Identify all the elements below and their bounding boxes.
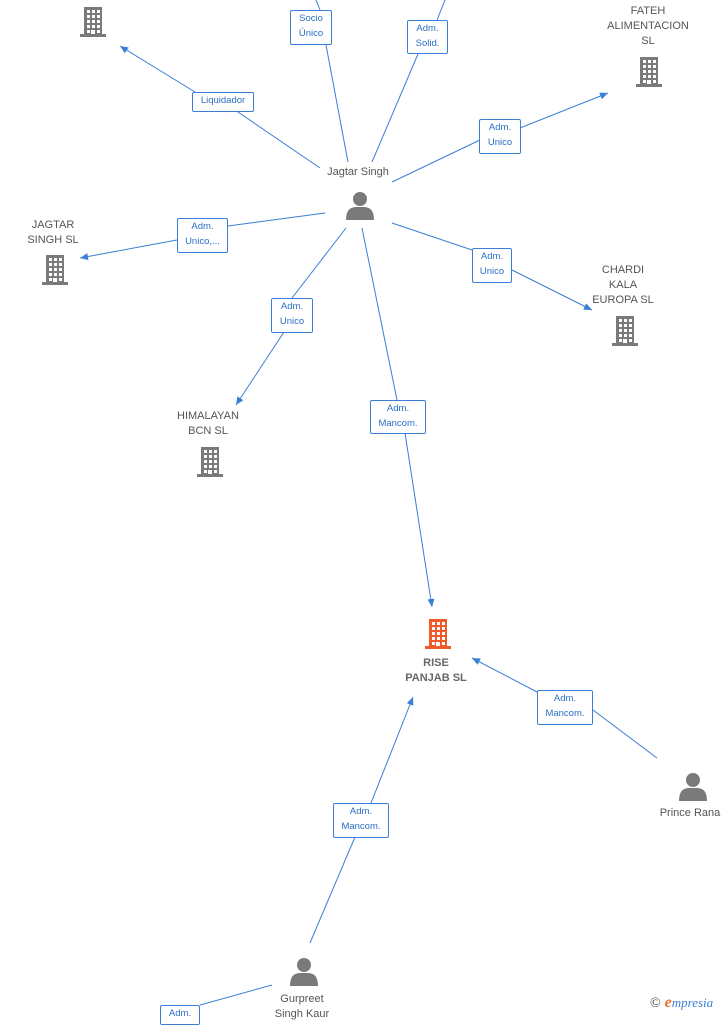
edge-label-e_fateh[interactable]: Adm. Unico <box>479 119 521 154</box>
building-icon-fateh[interactable] <box>636 57 662 87</box>
person-icon-jagtar_person[interactable] <box>346 192 374 220</box>
node-label-chardi[interactable]: CHARDI KALA EUROPA SL <box>592 264 654 306</box>
person-icon-gurpreet[interactable] <box>290 958 318 986</box>
edge-line-e_gurpreet <box>309 696 414 944</box>
building-icon-jagtar_sl[interactable] <box>42 255 68 285</box>
edge-line-e_socio <box>315 0 349 163</box>
copyright-symbol: © <box>650 996 661 1011</box>
edge-arrow-e_jagtarsl <box>80 253 89 261</box>
brand-watermark: ©empresia <box>650 994 713 1012</box>
edge-label-e_himalayan[interactable]: Adm. Unico <box>271 298 313 333</box>
building-icon-chardi[interactable] <box>612 316 638 346</box>
edge-line-e_solid <box>371 0 446 163</box>
edge-label-e_prince[interactable]: Adm. Mancom. <box>537 690 593 725</box>
edge-line-e_himalayan <box>235 227 347 406</box>
node-label-jagtar_sl[interactable]: JAGTAR SINGH SL <box>27 219 79 246</box>
edge-line-e_fateh <box>391 92 609 183</box>
edge-arrow-e_prince <box>472 658 481 665</box>
node-label-gurpreet[interactable]: Gurpreet Singh Kaur <box>274 993 330 1020</box>
edge-label-e_chardi[interactable]: Adm. Unico <box>472 248 512 283</box>
node-label-fateh[interactable]: FATEH ALIMENTACION SL <box>607 5 689 47</box>
edge-arrow-e_liquidador <box>120 46 129 54</box>
edge-arrow-e_gurpreet <box>406 697 414 706</box>
edge-label-e_solid[interactable]: Adm. Solid. <box>407 20 448 54</box>
edge-arrow-e_fateh <box>599 92 608 100</box>
brand-initial: e <box>664 994 672 1011</box>
edge-arrow-e_rise_jagtar <box>427 598 435 607</box>
building-icon-rise[interactable] <box>425 619 451 649</box>
edge-label-e_jagtarsl[interactable]: Adm. Unico,... <box>177 218 228 253</box>
edge-line-e_gurpreet_out <box>199 984 273 1006</box>
node-label-jagtar_person[interactable]: Jagtar Singh <box>327 166 389 178</box>
edge-line-e_rise_jagtar <box>361 227 433 608</box>
edge-label-e_gurpreet_out[interactable]: Adm. <box>160 1005 200 1025</box>
edge-label-e_liquidador[interactable]: Liquidador <box>192 92 254 112</box>
edge-line-e_chardi <box>391 222 593 311</box>
edge-line-e_prince <box>471 657 658 759</box>
edge-line-e_liquidador <box>119 45 321 169</box>
node-label-prince[interactable]: Prince Rana <box>659 807 721 819</box>
edge-label-e_gurpreet[interactable]: Adm. Mancom. <box>333 803 389 838</box>
node-label-himalayan[interactable]: HIMALAYAN BCN SL <box>177 410 239 437</box>
building-icon-himalayan[interactable] <box>197 447 223 477</box>
building-icon-unnamed_top[interactable] <box>80 7 106 37</box>
edge-arrow-e_chardi <box>583 303 592 310</box>
edge-arrow-e_himalayan <box>236 396 244 405</box>
edge-label-e_rise_jagtar[interactable]: Adm. Mancom. <box>370 400 426 434</box>
person-icon-prince[interactable] <box>679 773 707 801</box>
brand-name: mpresia <box>671 995 714 1010</box>
edge-line-e_jagtarsl <box>79 212 326 259</box>
node-label-rise[interactable]: RISE PANJAB SL <box>405 657 467 684</box>
edge-label-e_socio[interactable]: Socio Único <box>290 10 332 45</box>
